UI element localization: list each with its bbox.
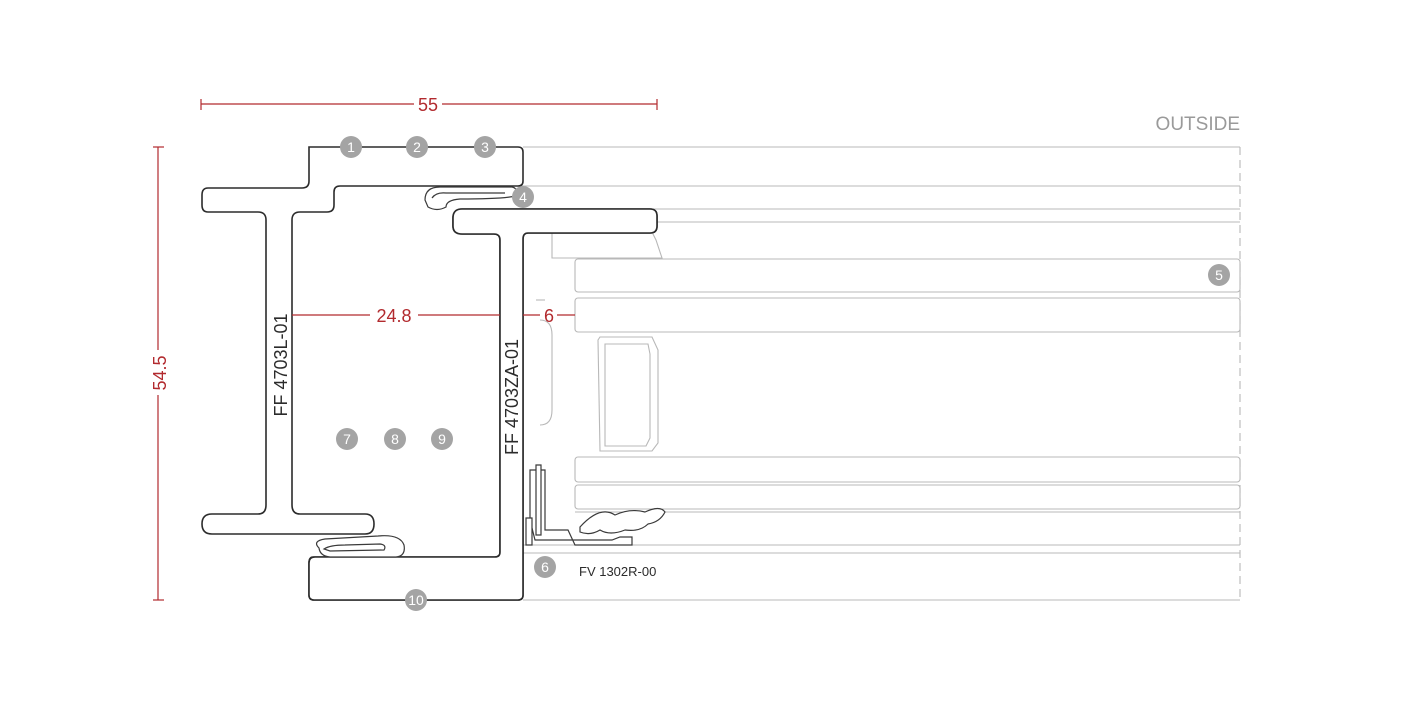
marker-4: 4 <box>512 186 534 208</box>
frame-profile-code: FF 4703L-01 <box>271 313 291 416</box>
marker-8-label: 8 <box>391 431 399 447</box>
marker-2-label: 2 <box>413 139 421 155</box>
marker-6-label: 6 <box>541 559 549 575</box>
dimension-overall-width-label: 55 <box>418 95 438 115</box>
sash-profile <box>308 208 658 601</box>
dimension-gap-label: 6 <box>544 306 554 326</box>
marker-6: 6 <box>534 556 556 578</box>
marker-4-label: 4 <box>519 189 527 205</box>
dimension-overall-height-label: 54.5 <box>150 355 170 390</box>
marker-3-label: 3 <box>481 139 489 155</box>
outside-label: OUTSIDE <box>1156 114 1240 135</box>
gasket-code: FV 1302R-00 <box>579 564 656 579</box>
marker-1: 1 <box>340 136 362 158</box>
marker-9-label: 9 <box>438 431 446 447</box>
marker-10: 10 <box>405 589 427 611</box>
marker-8: 8 <box>384 428 406 450</box>
marker-5-label: 5 <box>1215 267 1223 283</box>
gaskets <box>315 186 666 558</box>
sash-profile-code: FF 4703ZA-01 <box>502 339 522 455</box>
marker-10-label: 10 <box>408 592 424 608</box>
marker-5: 5 <box>1208 264 1230 286</box>
marker-7-label: 7 <box>343 431 351 447</box>
dimension-overall-height: 54.5 <box>150 146 170 601</box>
marker-7: 7 <box>336 428 358 450</box>
dimension-inner-width: 24.8 <box>292 306 500 326</box>
dimension-overall-width: 55 <box>200 95 658 115</box>
marker-3: 3 <box>474 136 496 158</box>
marker-9: 9 <box>431 428 453 450</box>
dimension-gap: 6 <box>523 306 575 326</box>
marker-1-label: 1 <box>347 139 355 155</box>
marker-2: 2 <box>406 136 428 158</box>
dimension-inner-width-label: 24.8 <box>376 306 411 326</box>
